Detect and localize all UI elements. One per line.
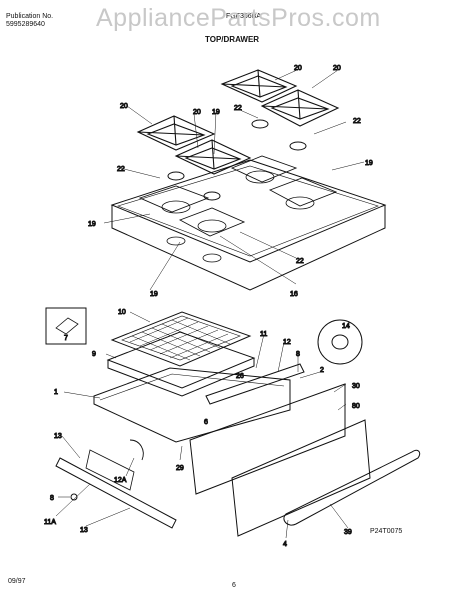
drawer-body — [93, 367, 291, 443]
callout-13: 13 — [54, 433, 62, 440]
broiler-grid-slots — [129, 317, 231, 361]
footer-date: 09/97 — [8, 578, 26, 585]
callout-22: 22 — [353, 118, 361, 125]
callout-16: 16 — [290, 291, 298, 298]
drawer-front-outer — [231, 419, 371, 537]
callout-22: 22 — [117, 166, 125, 173]
cooktop-front-edge — [111, 205, 386, 291]
callout-10: 10 — [118, 309, 126, 316]
callout-14: 14 — [342, 323, 350, 330]
callout-29: 29 — [176, 465, 184, 472]
callout-80: 80 — [352, 403, 360, 410]
watermark: AppliancePartsPros.com — [96, 4, 381, 32]
callout-19: 19 — [212, 109, 220, 116]
callout-19: 19 — [88, 221, 96, 228]
figure-code: P24T0075 — [370, 528, 403, 535]
broiler-grid-frame — [110, 311, 252, 367]
grate-right — [260, 89, 340, 127]
diagram-title: TOP/DRAWER — [205, 35, 260, 44]
callout-22: 22 — [234, 105, 242, 112]
model-number: FGF366BA — [226, 13, 262, 20]
inset-box — [45, 307, 87, 345]
callout-13: 13 — [80, 527, 88, 534]
callout-19: 19 — [365, 160, 373, 167]
callout-2: 2 — [320, 367, 324, 374]
drawer-rail — [55, 457, 177, 529]
callout-39: 39 — [344, 529, 352, 536]
callout-11A: 11A — [44, 519, 56, 526]
burner-heads — [167, 119, 307, 201]
drawer-slide — [205, 363, 305, 405]
drawer-assembly — [45, 307, 421, 537]
callout-20: 20 — [333, 65, 341, 72]
callout-19: 19 — [150, 291, 158, 298]
part-14-circle — [317, 319, 363, 365]
callout-20: 20 — [193, 109, 201, 116]
callout-12A: 12A — [114, 477, 127, 484]
callout-6: 6 — [204, 419, 208, 426]
grate-center — [174, 139, 252, 175]
callout-1: 1 — [54, 389, 58, 396]
callout-20: 20 — [120, 103, 128, 110]
grate-top-right — [220, 69, 298, 103]
callout-26: 26 — [236, 373, 244, 380]
callout-7: 7 — [64, 335, 68, 342]
callout-9: 9 — [92, 351, 96, 358]
publication-number: 5995289640 — [6, 21, 45, 28]
callout-4: 4 — [283, 541, 287, 548]
publication-label: Publication No. — [6, 13, 54, 20]
callout-8: 8 — [50, 495, 54, 502]
callout-12: 12 — [283, 339, 291, 346]
leader-lines — [55, 69, 365, 539]
burner-pans — [138, 155, 338, 237]
callout-22: 22 — [296, 258, 304, 265]
callout-20: 20 — [294, 65, 302, 72]
broiler-pan — [106, 331, 256, 389]
drawer-front-inner — [189, 383, 346, 495]
burner-bases — [161, 170, 315, 263]
drawer-handle — [283, 449, 421, 526]
page-number: 6 — [232, 582, 236, 589]
callout-30: 30 — [352, 383, 360, 390]
cooktop-assembly — [110, 69, 387, 291]
grate-left — [136, 115, 216, 151]
callout-11: 11 — [260, 331, 267, 338]
callout-8: 8 — [296, 351, 300, 358]
screw-8 — [70, 493, 78, 501]
